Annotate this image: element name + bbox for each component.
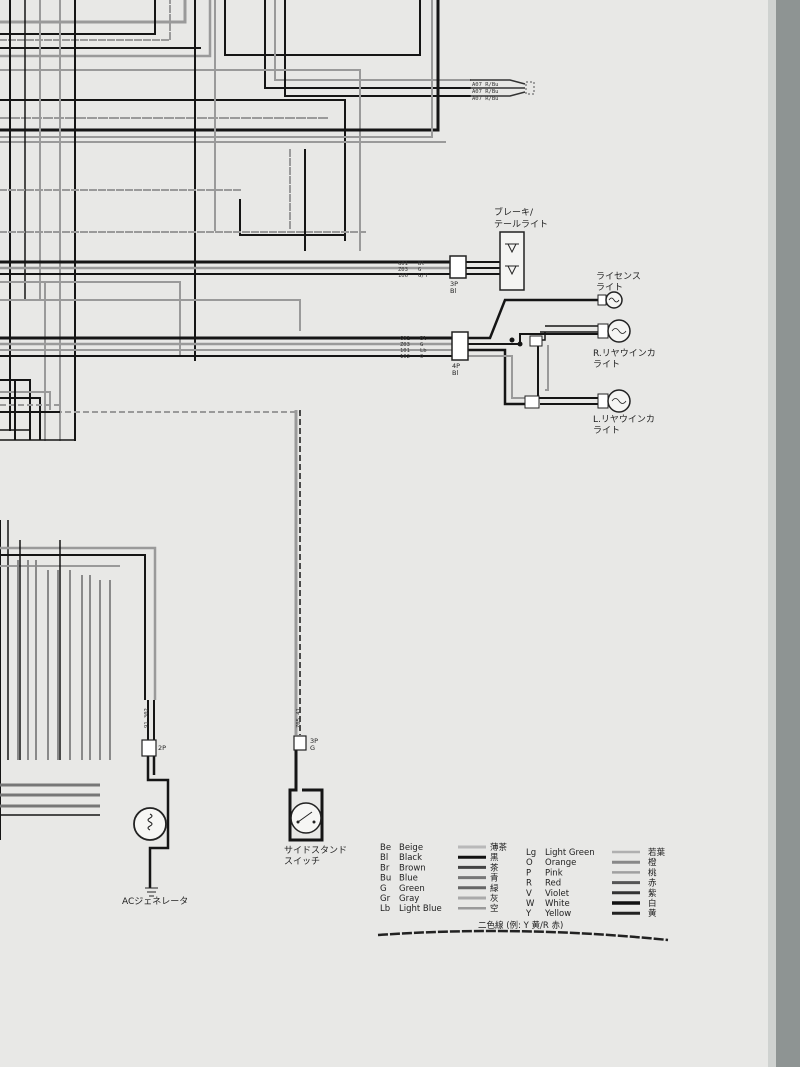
r-winker-light: R.リヤウインカライト bbox=[593, 319, 656, 370]
brake-code-3: 106 bbox=[398, 273, 408, 279]
brake-light-wires bbox=[0, 260, 500, 275]
rear-color-2: G bbox=[420, 342, 423, 348]
l-winker-light: L.リヤウインカライト bbox=[593, 389, 655, 436]
rear-color-4: O bbox=[420, 354, 423, 360]
legend-japanese: 紫 bbox=[648, 889, 657, 899]
brake-tail-label: ブレーキ/テールライト bbox=[494, 206, 548, 230]
rear-code-2: Z03 bbox=[400, 342, 410, 348]
legend-code: Y bbox=[525, 909, 532, 919]
legend-name: Violet bbox=[545, 889, 570, 899]
brake-tail-light: ブレーキ/テールライト bbox=[494, 206, 548, 291]
legend-japanese: 青 bbox=[490, 873, 499, 884]
legend-name: Orange bbox=[545, 858, 576, 868]
top-wire-code-3: A07 R/Bu bbox=[472, 96, 499, 102]
legend-name: White bbox=[545, 899, 570, 909]
brake-code-1: G01 bbox=[398, 261, 408, 267]
rear-connector: G01 Bl Z03 G 101 Lb 102 O 4P Bl bbox=[400, 331, 543, 409]
brake-color-2: G bbox=[418, 267, 421, 273]
l-winker-label: L.リヤウインカライト bbox=[593, 414, 655, 436]
legend-name: Pink bbox=[545, 868, 563, 878]
legend-japanese: 空 bbox=[490, 903, 499, 914]
legend-name: Yellow bbox=[544, 909, 571, 919]
mid-left-harness bbox=[0, 379, 300, 840]
legend-name: Blue bbox=[399, 874, 418, 884]
top-connector: A07 R/Bu A07 R/Bu A07 R/Bu bbox=[470, 79, 535, 102]
legend-japanese: 灰 bbox=[490, 893, 499, 904]
sheet-edge bbox=[768, 0, 776, 1067]
gen-wire-codes: 91 302 bbox=[144, 708, 150, 728]
splice-dot bbox=[509, 337, 515, 343]
top-wire-code-1: A07 R/Bu bbox=[472, 82, 499, 88]
rear-code-3: 101 bbox=[400, 348, 410, 354]
legend-japanese: 白 bbox=[648, 898, 657, 909]
ac-generator: 2P 91 302 ACジェネレータ bbox=[122, 708, 188, 907]
legend-japanese: 茶 bbox=[490, 862, 499, 873]
legend-name: Beige bbox=[399, 843, 423, 853]
side-stand-switch: 3P G Z05 41 サイドスタンドスイッチ bbox=[284, 708, 347, 867]
side-wire-codes: Z05 41 bbox=[296, 708, 302, 728]
rear-conn-pins: 4P bbox=[452, 362, 460, 370]
legend-code: Br bbox=[380, 863, 390, 873]
legend-code: Be bbox=[380, 843, 391, 853]
legend-name: Brown bbox=[399, 863, 426, 873]
legend-code: Lg bbox=[526, 848, 536, 858]
brake-conn-pins: 3P bbox=[450, 280, 458, 288]
legend-name: Gray bbox=[399, 894, 419, 904]
rear-conn-color: Bl bbox=[452, 369, 458, 377]
legend-code: Gr bbox=[380, 894, 391, 904]
brake-connector: G01 Bl Z03 G 106 G/Y 3P Bl bbox=[398, 255, 467, 295]
legend-japanese: 緑 bbox=[490, 883, 499, 894]
wiring-diagram-sheet bbox=[0, 0, 768, 1067]
legend-code: W bbox=[526, 899, 535, 909]
legend-code: O bbox=[526, 858, 533, 868]
brake-code-2: Z03 bbox=[398, 267, 408, 273]
color-legend: Be Beige 薄茶 Bl Black 黒 Br Brown 茶 Bu Blue 青 G Green 緑 G… bbox=[380, 842, 666, 919]
legend-name: Light Green bbox=[545, 848, 595, 858]
legend-code: V bbox=[526, 889, 532, 899]
legend-japanese: 桃 bbox=[648, 867, 657, 878]
two-color-wire-sample bbox=[377, 929, 669, 942]
legend-code: Lb bbox=[380, 904, 390, 914]
brake-color-3: G/Y bbox=[418, 273, 429, 279]
legend-japanese: 若葉 bbox=[648, 847, 666, 858]
ac-gen-label: ACジェネレータ bbox=[122, 896, 188, 907]
rear-code-4: 102 bbox=[400, 354, 410, 360]
license-label: ライセンスライト bbox=[596, 271, 641, 293]
side-stand-wiring bbox=[288, 410, 324, 842]
legend-code: R bbox=[526, 879, 532, 889]
rear-color-3: Lb bbox=[420, 348, 427, 354]
rear-code-1: G01 bbox=[400, 336, 410, 342]
ac-generator-wiring bbox=[145, 700, 170, 897]
top-wire-code-2: A07 R/Bu bbox=[472, 89, 499, 95]
two-color-note: 二色線 (例: Y 黄/R 赤) bbox=[478, 920, 563, 931]
legend-japanese: 黄 bbox=[648, 908, 657, 919]
legend-japanese: 黒 bbox=[490, 853, 499, 863]
rear-color-1: Bl bbox=[420, 336, 427, 342]
legend-name: Black bbox=[399, 853, 422, 863]
side-conn-color: G bbox=[310, 744, 315, 752]
legend-name: Green bbox=[399, 884, 425, 894]
license-light: ライセンスライト bbox=[596, 271, 641, 309]
brake-conn-color: Bl bbox=[450, 287, 456, 295]
legend-code: Bu bbox=[380, 874, 391, 884]
legend-code: G bbox=[380, 884, 387, 894]
legend-japanese: 薄茶 bbox=[490, 842, 508, 853]
legend-japanese: 赤 bbox=[648, 879, 657, 889]
legend-japanese: 橙 bbox=[648, 857, 657, 868]
brake-color-1: Bl bbox=[418, 261, 425, 267]
side-conn-pins: 3P bbox=[310, 737, 318, 745]
legend-code: Bl bbox=[380, 853, 388, 863]
gen-conn-pins: 2P bbox=[158, 744, 166, 752]
legend-code: P bbox=[526, 868, 531, 878]
upper-harness bbox=[0, 0, 471, 441]
legend-name: Red bbox=[545, 879, 561, 889]
r-winker-label: R.リヤウインカライト bbox=[593, 348, 656, 370]
rear-lamp-wires bbox=[0, 298, 600, 406]
side-stand-label: サイドスタンドスイッチ bbox=[284, 845, 347, 867]
legend-name: Light Blue bbox=[399, 904, 442, 914]
splice-dot bbox=[517, 341, 523, 347]
